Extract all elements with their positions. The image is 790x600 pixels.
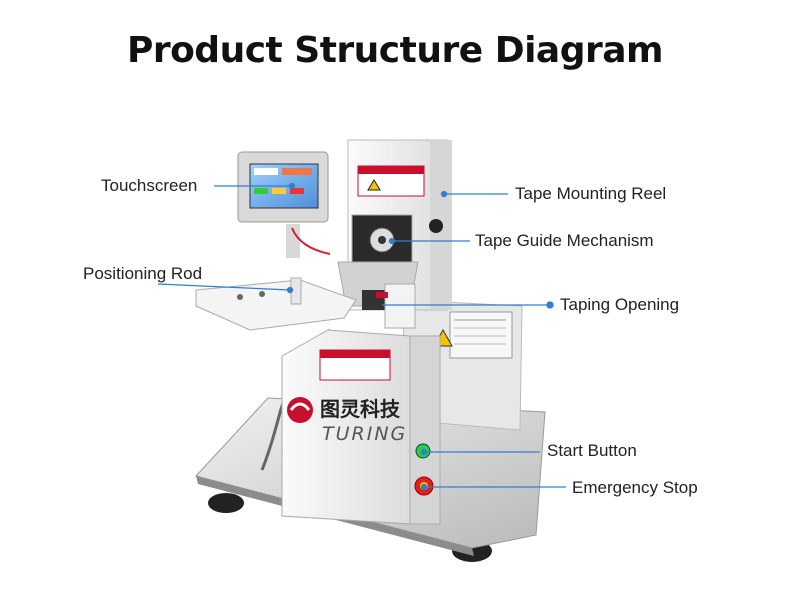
spec-plate — [449, 311, 513, 359]
label-touchscreen: Touchscreen — [101, 176, 198, 195]
brand-en: TURING — [322, 423, 407, 445]
leader-rod — [157, 283, 291, 291]
logo-mark — [287, 397, 313, 423]
screen-arm — [286, 224, 300, 258]
foot — [208, 493, 244, 513]
label-tape-guide: Tape Guide Mechanism — [475, 231, 654, 250]
label-positioning-rod: Positioning Rod — [83, 264, 203, 283]
label-emergency-stop: Emergency Stop — [572, 478, 698, 497]
page-title: Product Structure Diagram — [126, 30, 664, 71]
label-taping-opening: Taping Opening — [560, 295, 680, 314]
label-start-button: Start Button — [547, 441, 637, 460]
brand-cn: 图灵科技 — [320, 397, 401, 421]
reel-knob — [429, 219, 443, 233]
label-tape-mounting-reel: Tape Mounting Reel — [515, 184, 667, 203]
positioning-rod — [195, 279, 357, 331]
